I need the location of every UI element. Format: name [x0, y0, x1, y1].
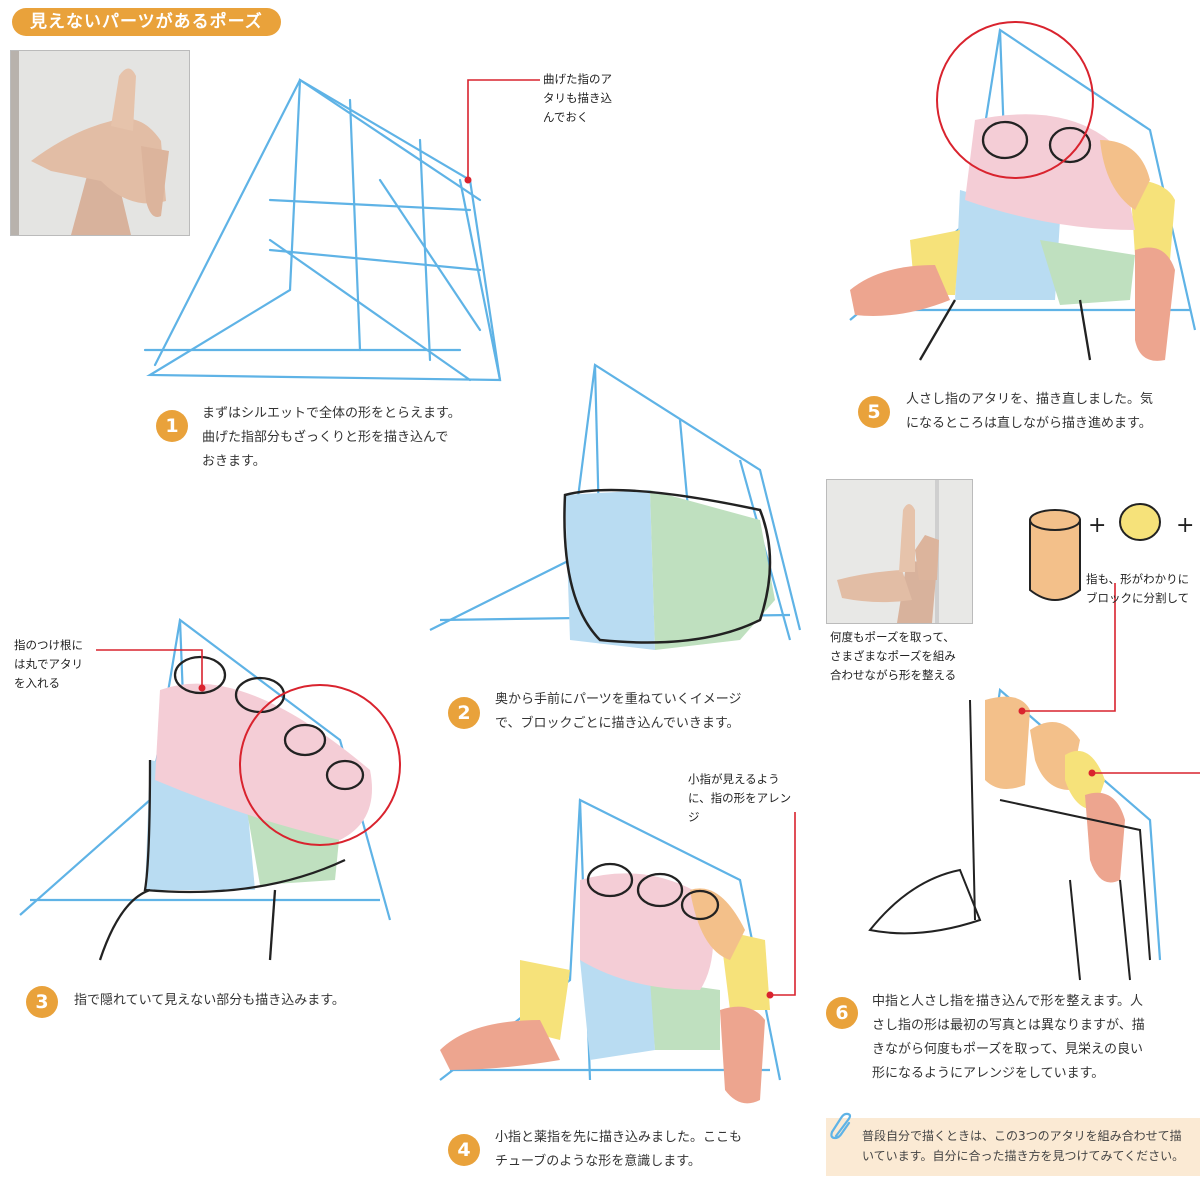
tip-text: 普段自分で描くときは、この3つのアタリを組み合わせて描 いています。自分に合った…: [862, 1129, 1185, 1163]
callout-pose: 何度もポーズを取って、 さまざまなポーズを組み 合わせながら形を整える: [830, 630, 957, 682]
sketch-step2: [429, 363, 802, 650]
sketch-step6: [868, 687, 1162, 981]
step-text-3: 指で隠れていて見えない部分も描き込みます。: [74, 993, 345, 1008]
callout-pinky: 小指が見えるよう に、指の形をアレン ジ: [688, 772, 792, 824]
step-number-5: 5: [858, 396, 890, 428]
sketch-step1: [143, 78, 502, 382]
step-number-1: 1: [156, 410, 188, 442]
svg-text:+: +: [1088, 513, 1106, 538]
callout-finger-base: 指のつけ根に は丸でアタリ を入れる: [14, 638, 83, 690]
paperclip-icon: [828, 1112, 856, 1142]
callout-blocks: 指も、形がわかりに ブロックに分割して: [1086, 572, 1190, 605]
step-text-4: 小指と薬指を先に描き込みました。ここも チューブのような形を意識します。: [495, 1130, 743, 1169]
step-number-3: 3: [26, 986, 58, 1018]
hand-photo-image: [11, 51, 189, 235]
step-number-4: 4: [448, 1134, 480, 1166]
svg-text:+: +: [1176, 513, 1194, 538]
sketch-step3: [19, 618, 401, 961]
step-number-6: 6: [826, 997, 858, 1029]
step-number-2: 2: [448, 697, 480, 729]
step-text-2: 奥から手前にパーツを重ねていくイメージ で、ブロックごとに描き込んでいきます。: [495, 692, 742, 731]
step-text-6: 中指と人さし指を描き込んで形を整えます。人 さし指の形は最初の写真とは異なります…: [872, 994, 1145, 1081]
section-title: 見えないパーツがあるポーズ: [12, 8, 281, 36]
tip-box: [826, 1118, 1200, 1176]
step-text-1: まずはシルエットで全体の形をとらえます。 曲げた指部分もざっくりと形を描き込んで…: [202, 406, 461, 469]
sketch-step5: [849, 21, 1197, 361]
callout-lines: [96, 79, 1200, 996]
step-text-5: 人さし指のアタリを、描き直しました。気 になるところは直しながら描き進めます。: [906, 392, 1154, 431]
shape-legend: + +: [1029, 503, 1194, 601]
sketch-step4: [439, 798, 782, 1104]
reference-photo-pointing: [826, 479, 973, 624]
pointing-photo-image: [827, 480, 972, 623]
reference-photo-hand: [10, 50, 190, 236]
callout-bent-finger: 曲げた指のア タリも描き込 んでおく: [543, 72, 612, 124]
